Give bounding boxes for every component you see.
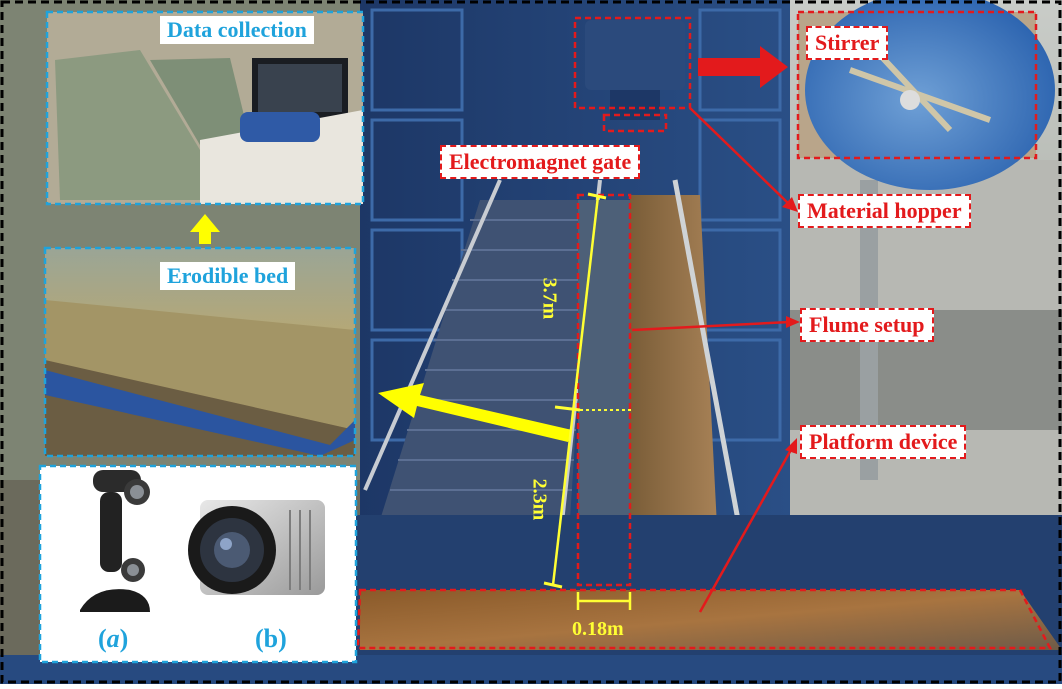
platform-device-label: Platform device: [800, 425, 967, 459]
width-label: 0.18m: [572, 618, 624, 640]
material-hopper-label: Material hopper: [798, 194, 971, 228]
flume-setup-label: Flume setup: [800, 308, 934, 342]
lower-length-label: 2.3m: [528, 478, 551, 521]
data-collection-label: Data collection: [160, 16, 314, 44]
stirrer-label: Stirrer: [806, 26, 889, 60]
electromagnet-gate-label: Electromagnet gate: [440, 145, 641, 179]
caption-b: (b): [255, 624, 287, 653]
caption-a: (a): [98, 624, 129, 653]
erodible-bed-label: Erodible bed: [160, 262, 296, 290]
upper-length-label: 3.7m: [538, 277, 561, 320]
